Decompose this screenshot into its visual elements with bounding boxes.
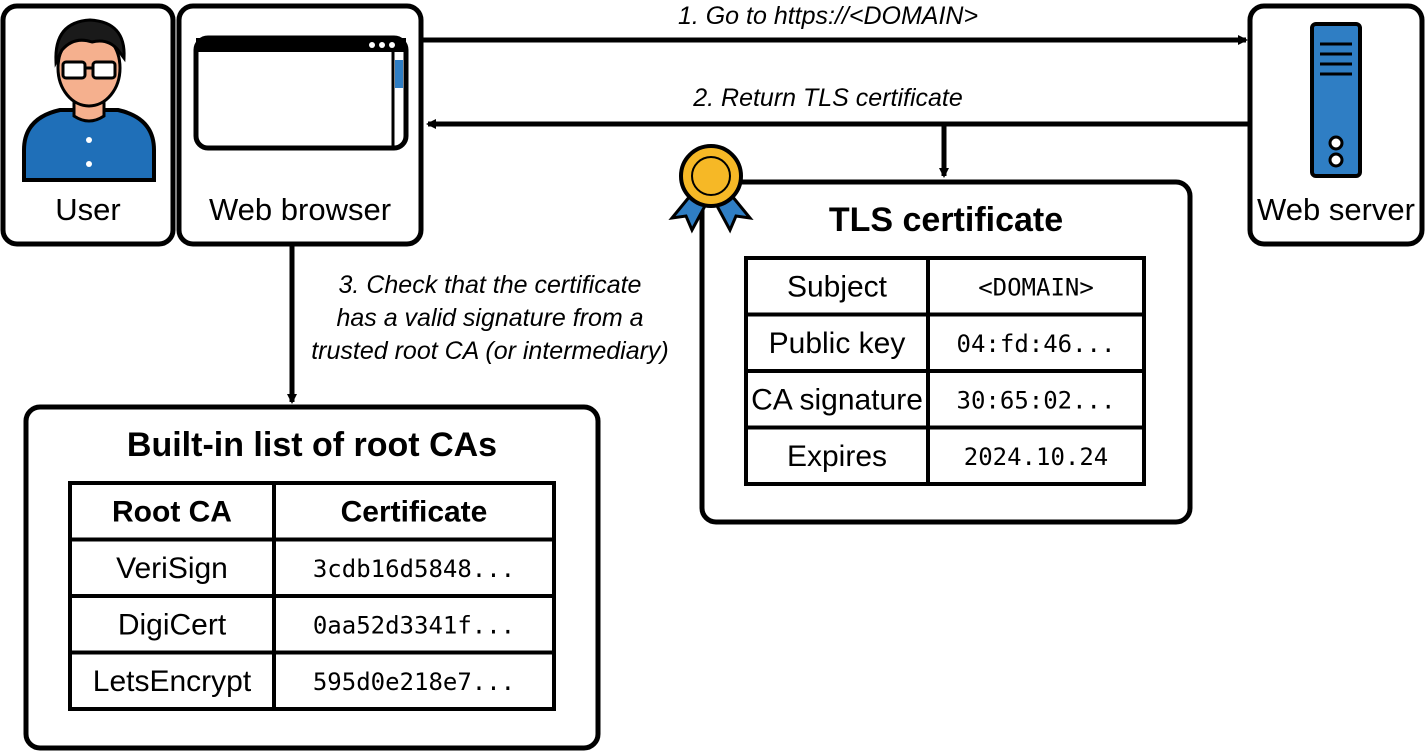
- server-node: Web server: [1247, 3, 1425, 247]
- browser-node: Web browser: [176, 3, 424, 247]
- cert-value-cell: [926, 256, 1146, 317]
- ca-cert-label: 3cdb16d5848...: [313, 555, 515, 583]
- server-tower-icon: [1310, 22, 1362, 178]
- cert-value-label: 04:fd:46...: [957, 330, 1116, 358]
- ca-name-label: VeriSign: [116, 552, 228, 585]
- ca-cert-cell: [272, 594, 556, 655]
- cert-field-label: Subject: [787, 270, 888, 303]
- step3-label-line3: trusted root CA (or intermediary): [311, 337, 669, 365]
- ca-cert-cell: [272, 650, 556, 711]
- cert-field-cell: [744, 369, 930, 430]
- root-ca-title: Built-in list of root CAs: [127, 426, 497, 464]
- ca-cert-label: 595d0e218e7...: [313, 668, 515, 696]
- certificate-table: Subject <DOMAIN> Public key 04:fd:46... CA s…: [744, 256, 1146, 486]
- award-ribbon-icon: [668, 144, 754, 234]
- ca-header-cell: [68, 481, 276, 542]
- root-ca-panel: Built-in list of root CAs Root CA Certifi…: [23, 404, 601, 751]
- browser-window-icon: [193, 35, 409, 151]
- user-avatar-icon: [22, 18, 156, 182]
- cert-value-label: <DOMAIN>: [978, 273, 1094, 301]
- step2-label: 2. Return TLS certificate: [692, 84, 963, 112]
- cert-field-label: CA signature: [751, 383, 923, 416]
- tls-certificate-panel: TLS certificate Subject <DOMAIN> Public ke…: [668, 144, 1193, 525]
- ca-header-cell: [272, 481, 556, 542]
- cert-field-label: Expires: [787, 440, 887, 473]
- cert-field-label: Public key: [769, 327, 906, 360]
- browser-label: Web browser: [209, 192, 391, 227]
- certificate-title: TLS certificate: [829, 201, 1063, 239]
- cert-value-cell: [926, 369, 1146, 430]
- server-label: Web server: [1257, 192, 1415, 227]
- ca-cert-label: 0aa52d3341f...: [313, 611, 515, 639]
- step3-label-line2: has a valid signature from a: [336, 304, 643, 332]
- cert-field-cell: [744, 312, 930, 373]
- user-node: User: [0, 3, 176, 247]
- ca-name-label: LetsEncrypt: [93, 665, 252, 698]
- ca-name-label: DigiCert: [118, 608, 227, 641]
- step1-label: 1. Go to https://<DOMAIN>: [678, 2, 978, 30]
- cert-value-label: 2024.10.24: [964, 443, 1109, 471]
- user-label: User: [55, 192, 120, 227]
- ca-header-label: Certificate: [341, 495, 488, 528]
- cert-value-label: 30:65:02...: [957, 386, 1116, 414]
- ca-header-label: Root CA: [112, 495, 232, 528]
- cert-value-cell: [926, 425, 1146, 486]
- step3-label-line1: 3. Check that the certificate: [339, 271, 642, 299]
